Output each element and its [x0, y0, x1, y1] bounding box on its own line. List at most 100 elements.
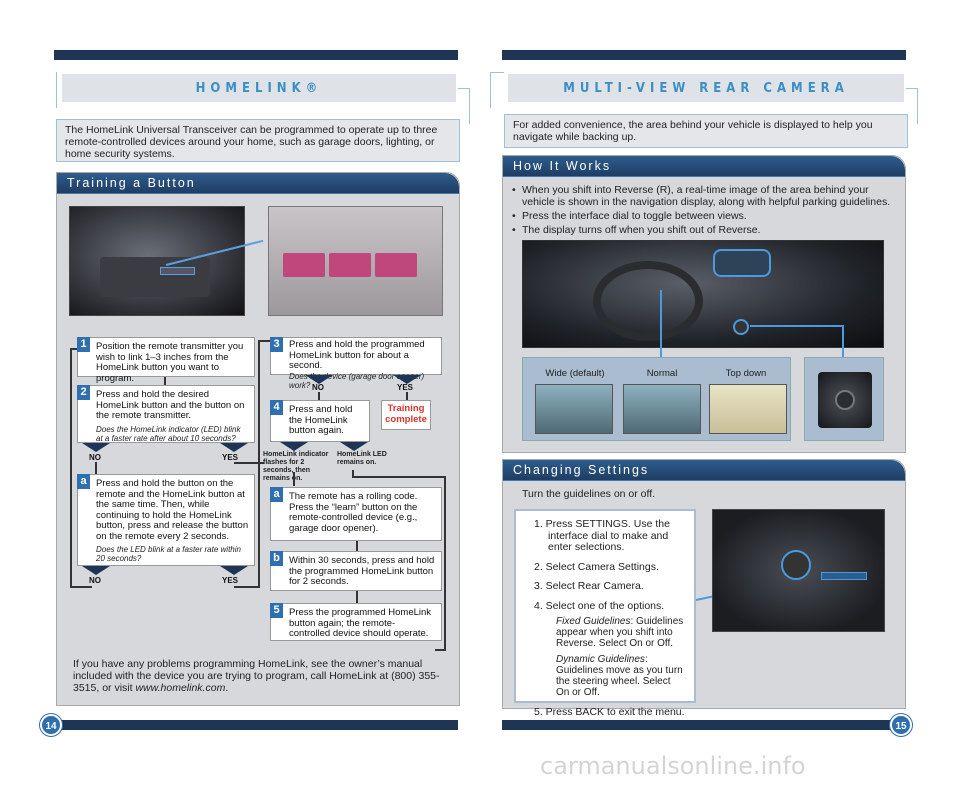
arrow-3-4 [318, 392, 320, 400]
step-3-box: 3 Press and hold the programmed HomeLink… [270, 337, 442, 390]
connector-to-3 [258, 340, 260, 588]
settings-step-5: 5. Press BACK to exit the menu. [534, 706, 685, 718]
view-thumb-normal [623, 384, 701, 434]
step-a2-box: a The remote has a rolling code. Press t… [270, 487, 442, 541]
step-a-box: a Press and hold the button on the remot… [77, 474, 255, 566]
steering-wheel [593, 261, 703, 341]
step-1-box: 1 Position the remote transmitter you wi… [77, 337, 255, 383]
step-a-note: Does the LED blink at a faster rate with… [96, 545, 241, 563]
step-3-number: 3 [270, 337, 283, 352]
yes-pointer-2 [220, 443, 248, 452]
bullet-1: When you shift into Reverse (R), a real-… [510, 184, 895, 208]
no-label-a: NO [89, 576, 101, 585]
console-buttons [100, 257, 210, 297]
interface-dial-highlight [733, 319, 749, 335]
arrow-a2-b [356, 541, 358, 551]
views-strip: Wide (default) Normal Top down [522, 357, 791, 441]
step-a-text: Press and hold the button on the remote … [96, 478, 249, 542]
arrow-no-a [95, 462, 97, 474]
watermark: carmanualsonline.info [540, 752, 806, 780]
dial-closeup-frame [804, 357, 884, 441]
step-1-number: 1 [77, 337, 90, 352]
loop-line-right-bottom [435, 649, 446, 651]
led-on-label: HomeLink LED remains on. [337, 451, 387, 466]
bullet-3: The display turns off when you shift out… [510, 224, 895, 236]
view-thumb-top-down [709, 384, 787, 434]
dial-icon [835, 390, 855, 410]
loop-line-left [70, 348, 72, 588]
settings-step-4: 4. Select one of the options. [534, 599, 665, 612]
step-4-number: 4 [270, 400, 283, 415]
no-label-3: NO [312, 383, 324, 392]
led-on-pointer [340, 442, 368, 451]
fixed-guidelines-desc: Fixed Guidelines: Guidelines appear when… [534, 616, 686, 649]
page-number-15: 15 [890, 714, 912, 736]
center-console-photo [712, 509, 885, 632]
led-on-line-h [352, 476, 446, 478]
no-pointer-3 [305, 375, 333, 384]
settings-step-3: 3. Select Rear Camera. [534, 580, 644, 592]
arrow-1-2 [164, 377, 166, 385]
settings-button-highlight [821, 572, 867, 580]
nav-display-highlight [713, 249, 771, 277]
dynamic-guidelines-text: : Guidelines move as you turn the steeri… [556, 654, 683, 698]
header-bracket-right-left [458, 88, 470, 124]
yes-label-a: YES [222, 576, 239, 585]
step-2-box: 2 Press and hold the desired HomeLink bu… [77, 385, 255, 443]
view-label-wide: Wide (default) [545, 368, 605, 379]
step-5-text: Press the programmed HomeLink button aga… [289, 607, 432, 639]
console-dial-highlight [781, 550, 811, 580]
step-2-number: 2 [77, 385, 90, 400]
dynamic-guidelines-desc: Dynamic Guidelines: Guidelines move as y… [534, 654, 686, 698]
settings-steps-list: 1. Press SETTINGS. Use the interface dia… [534, 518, 686, 612]
fixed-guidelines-label: Fixed Guidelines [556, 616, 631, 627]
how-it-works-list: When you shift into Reverse (R), a real-… [510, 184, 895, 238]
camera-title: MULTI-VIEW REAR CAMERA [508, 74, 904, 102]
view-label-normal: Normal [646, 368, 678, 379]
yes-pointer-a [220, 566, 248, 575]
top-bar-left [54, 50, 458, 60]
no-pointer-a [82, 566, 110, 575]
fixed-guidelines-text: : Guidelines appear when you shift into … [556, 616, 684, 649]
step-b-box: b Within 30 seconds, press and hold the … [270, 551, 442, 591]
dynamic-guidelines-label: Dynamic Guidelines [556, 654, 645, 665]
training-panel-title: Training a Button [57, 173, 459, 194]
header-bracket-right-right [906, 88, 918, 124]
changing-settings-intro: Turn the guidelines on or off. [522, 488, 656, 500]
no-label-2: NO [89, 453, 101, 462]
step-4-box: 4 Press and hold the HomeLink button aga… [270, 400, 370, 442]
step-2-text: Press and hold the desired HomeLink butt… [96, 389, 245, 421]
step-b-text: Within 30 seconds, press and hold the pr… [289, 555, 435, 587]
settings-step-1: 1. Press SETTINGS. Use the interface dia… [534, 518, 670, 553]
training-complete-box: Training complete [381, 400, 431, 430]
top-bar-right [502, 50, 906, 60]
arrow-4-a [293, 472, 295, 486]
yes-pointer-3 [393, 375, 421, 384]
homelink-buttons-photo [268, 206, 443, 316]
homelink-button-2 [329, 253, 371, 277]
overhead-console-photo [69, 206, 245, 316]
step-3-note: Does the device (garage door opener) wor… [289, 371, 425, 390]
homelink-button-1 [283, 253, 325, 277]
yes-label-3: YES [397, 383, 414, 392]
step-4-text: Press and hold the HomeLink button again… [289, 404, 353, 436]
step-1-text: Position the remote transmitter you wish… [96, 341, 244, 384]
camera-intro: For added convenience, the area behind y… [504, 114, 908, 148]
led-on-line [352, 470, 354, 478]
yes-line-a [234, 586, 260, 588]
step-b-number: b [270, 551, 283, 566]
arrow-3-training [406, 392, 408, 400]
homelink-website-link[interactable]: www.homelink.com [135, 682, 226, 694]
dial-callout-h [750, 325, 844, 327]
view-label-top-down: Top down [725, 368, 767, 379]
page-number-14: 14 [40, 714, 62, 736]
display-callout [660, 290, 662, 358]
homelink-intro: The HomeLink Universal Transceiver can b… [56, 119, 460, 162]
view-thumb-wide [535, 384, 613, 434]
homelink-footer-note: If you have any problems programming Hom… [73, 658, 440, 694]
settings-steps-box: 1. Press SETTINGS. Use the interface dia… [514, 509, 696, 718]
homelink-title: HOMELINK® [62, 74, 456, 102]
bullet-2: Press the interface dial to toggle betwe… [510, 210, 895, 222]
homelink-button-3 [375, 253, 417, 277]
dashboard-photo [522, 240, 884, 348]
